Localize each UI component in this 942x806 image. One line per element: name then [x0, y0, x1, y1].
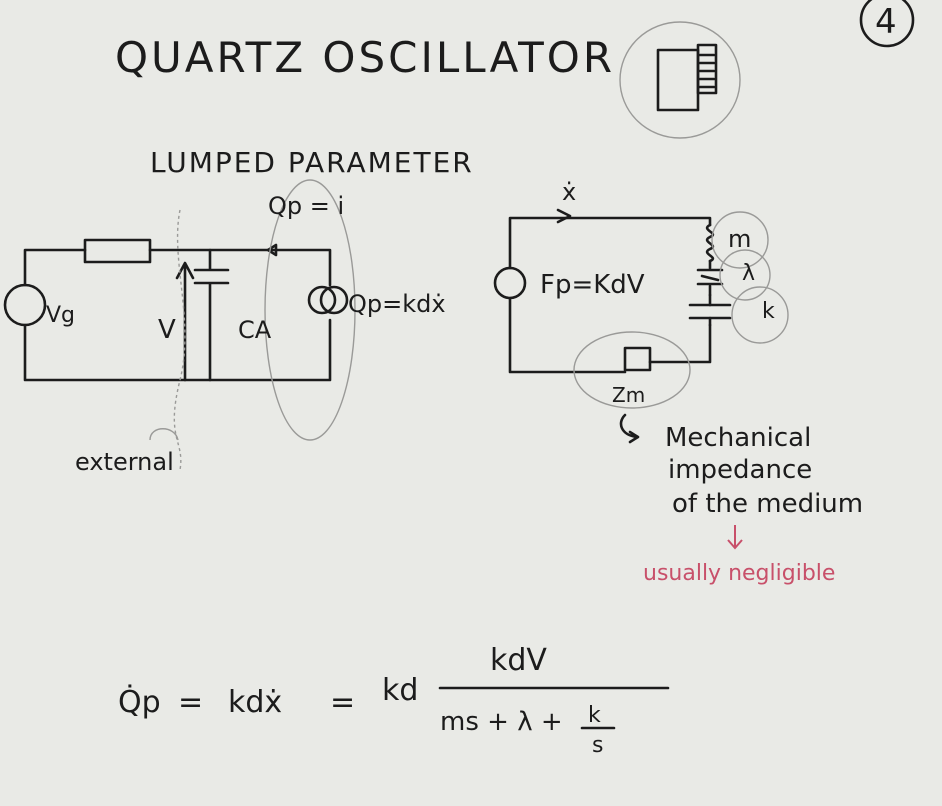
current-label: Qp = i [268, 192, 344, 220]
voltage-arrow-icon [175, 261, 195, 382]
velocity-label: ẋ [562, 178, 576, 206]
equation-k: k [588, 703, 601, 728]
stiffness-capacitor-icon [688, 303, 732, 320]
mass-inductor-icon [705, 223, 715, 263]
voltage-source-icon [3, 283, 47, 327]
equation-coef: kd [382, 673, 418, 708]
subtitle: LUMPED PARAMETER [150, 146, 474, 179]
arrow-down-icon [727, 525, 743, 550]
annotation-line-3: of the medium [672, 489, 863, 519]
annotation-line-1: Mechanical [665, 423, 811, 453]
page-number: 4 [859, 0, 915, 48]
annotation-line-2: impedance [668, 455, 812, 485]
equation-lhs: Q̇p [118, 685, 161, 720]
equation-equals-2: = [330, 685, 355, 720]
stiffness-label: k [762, 299, 775, 324]
mechanical-circuit: ẋ Fp=KdV m λ k Zm [493, 178, 789, 444]
coupling-label: Qp=kdẋ [348, 290, 446, 318]
page-number-text: 4 [875, 2, 897, 42]
force-source-icon [493, 266, 527, 300]
equation-mid: kdẋ [228, 685, 282, 720]
damping-label: λ [742, 261, 755, 286]
equation-s: s [592, 733, 603, 758]
electrical-circuit: Vg V CA Qp = i Qp=kdẋ external [3, 179, 446, 476]
resistor-icon [83, 238, 152, 264]
medium-impedance-icon [623, 346, 652, 372]
capacitor-icon [193, 248, 230, 382]
voltage-label: V [158, 315, 176, 345]
current-source-icon [307, 285, 337, 315]
equation-denominator: ms + λ + [440, 707, 563, 737]
direction-arrow-icon [556, 208, 572, 224]
capacitor-label: CA [238, 316, 272, 344]
equation-numerator: kdV [490, 643, 547, 678]
external-label: external [75, 448, 174, 476]
source-label: Vg [46, 303, 75, 328]
crystal-sketch-icon [619, 21, 741, 139]
page-title: QUARTZ OSCILLATOR [115, 33, 615, 82]
negligible-note: usually negligible [643, 561, 835, 586]
mass-label: m [728, 225, 751, 253]
equation-equals-1: = [178, 685, 203, 720]
impedance-label: Zm [612, 383, 645, 407]
damper-resistor-icon [696, 259, 724, 297]
equation: Q̇p = kdẋ = kd kdV ms + λ + k s [118, 643, 670, 758]
force-label: Fp=KdV [540, 270, 645, 300]
